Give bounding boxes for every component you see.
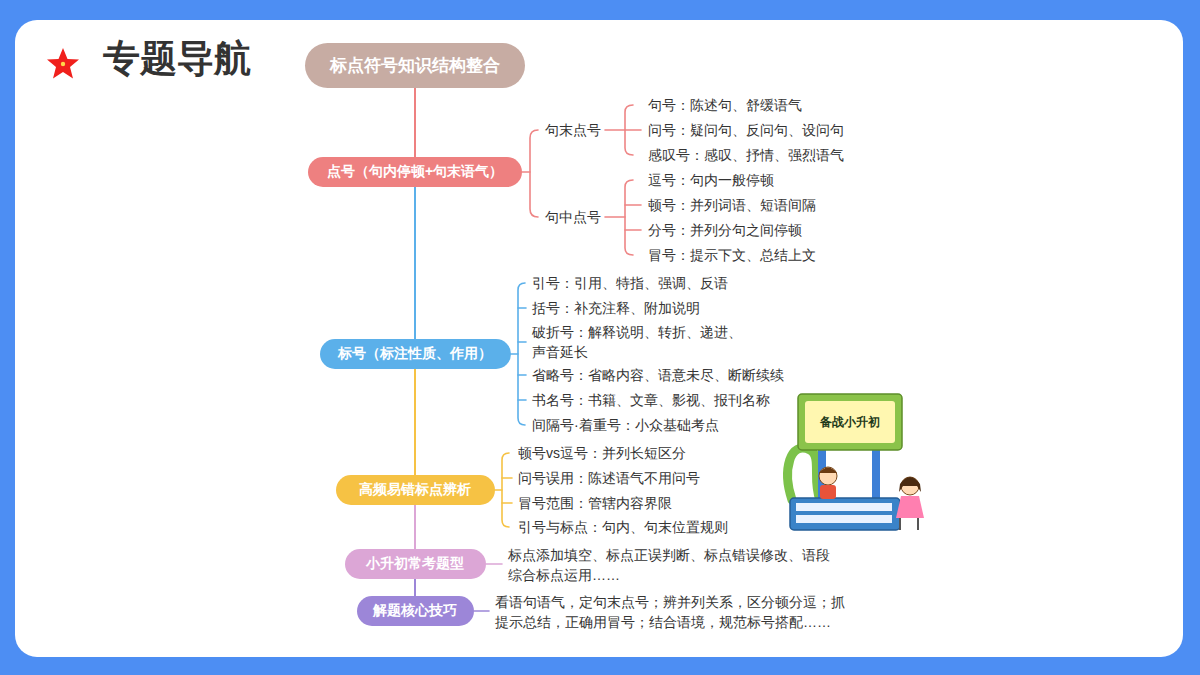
leaf-text: 破折号：解释说明、转折、递进、声音延长 bbox=[532, 322, 750, 362]
leaf-text: 看语句语气，定句末点号；辨并列关系，区分顿分逗；抓提示总结，正确用冒号；结合语境… bbox=[495, 592, 849, 632]
leaf-text: 标点添加填空、标点正误判断、标点错误修改、语段综合标点运用…… bbox=[508, 545, 836, 585]
white-panel bbox=[15, 20, 1183, 657]
branch-node: 高频易错标点辨析 bbox=[336, 475, 495, 505]
star-icon bbox=[47, 48, 79, 79]
node-text: 高频易错标点辨析 bbox=[359, 481, 471, 499]
leaf-text: 括号：补充注释、附加说明 bbox=[532, 298, 700, 318]
leaf-text: 句号：陈述句、舒缓语气 bbox=[648, 95, 802, 115]
branch-node: 解题核心技巧 bbox=[357, 596, 474, 626]
leaf-text: 间隔号·着重号：小众基础考点 bbox=[532, 415, 719, 435]
leaf-text: 引号与标点：句内、句末位置规则 bbox=[518, 517, 728, 537]
node-text: 解题核心技巧 bbox=[373, 602, 457, 620]
node-text: 小升初常考题型 bbox=[366, 555, 464, 573]
leaf-text: 顿号vs逗号：并列长短区分 bbox=[518, 443, 686, 463]
node-text: 标号（标注性质、作用） bbox=[338, 345, 492, 363]
leaf-text: 问号：疑问句、反问句、设问句 bbox=[648, 120, 844, 140]
trunk-connector bbox=[414, 505, 416, 549]
branch-node: 标号（标注性质、作用） bbox=[320, 339, 511, 369]
trunk-connector bbox=[414, 187, 416, 339]
sub-branch-text: 句中点号 bbox=[545, 207, 601, 227]
leaf-text: 顿号：并列词语、短语间隔 bbox=[648, 195, 816, 215]
trunk-connector bbox=[414, 579, 416, 596]
leaf-text: 引号：引用、特指、强调、反语 bbox=[532, 273, 728, 293]
star-dot bbox=[61, 62, 65, 66]
branch-node: 点号（句内停顿+句末语气） bbox=[308, 157, 522, 187]
trunk-connector bbox=[414, 88, 416, 158]
kids-illustration bbox=[780, 382, 940, 538]
leaf-text: 感叹号：感叹、抒情、强烈语气 bbox=[648, 145, 844, 165]
branch-node: 小升初常考题型 bbox=[345, 549, 486, 579]
leaf-text: 冒号：提示下文、总结上文 bbox=[648, 245, 816, 265]
node-text: 点号（句内停顿+句末语气） bbox=[327, 163, 503, 181]
leaf-text: 分号：并列分句之间停顿 bbox=[648, 220, 802, 240]
leaf-text: 省略号：省略内容、语意未尽、断断续续 bbox=[532, 365, 784, 385]
leaf-text: 逗号：句内一般停顿 bbox=[648, 170, 774, 190]
trunk-connector bbox=[414, 369, 416, 475]
root-node: 标点符号知识结构整合 bbox=[305, 43, 525, 88]
leaf-text: 问号误用：陈述语气不用问号 bbox=[518, 468, 700, 488]
leaf-text: 冒号范围：管辖内容界限 bbox=[518, 493, 672, 513]
leaf-text: 书名号：书籍、文章、影视、报刊名称 bbox=[532, 390, 770, 410]
node-text: 标点符号知识结构整合 bbox=[330, 54, 500, 77]
slide-title: 专题导航 bbox=[103, 36, 251, 82]
sign-text: 备战小升初 bbox=[820, 414, 880, 430]
sub-branch-text: 句末点号 bbox=[545, 120, 601, 140]
